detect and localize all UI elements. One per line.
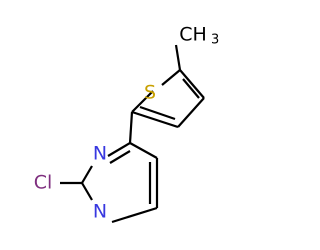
bond-c5t-c4t: [179, 69, 205, 99]
bond-c5t-c4t-double: [182, 78, 200, 99]
methyl-subscript: 3: [211, 33, 219, 48]
bond-c4-thiophene: [128, 111, 134, 144]
bond-c5t-methyl: [174, 44, 182, 71]
chlorine-atom-label: Cl: [34, 172, 53, 194]
bond-c4t-c3t: [177, 97, 205, 128]
bond-c6-n1: [111, 206, 158, 224]
nitrogen-n1-label: N: [93, 201, 107, 223]
bond-c2t-s: [131, 90, 154, 113]
bond-s-c5t: [161, 69, 181, 86]
nitrogen-n3-label: N: [93, 143, 107, 165]
bond-c4-c5: [129, 142, 158, 159]
molecule-structure-diagram: Cl N N S CH 3: [34, 24, 219, 224]
bond-c3t-c2t: [131, 110, 179, 129]
bond-n3-c4-double: [109, 150, 131, 164]
bond-c2-n1: [81, 182, 93, 201]
bond-n3-c4: [107, 142, 131, 157]
bond-c2-n3: [81, 165, 93, 184]
pyrimidine-ring: [81, 142, 159, 224]
thiophene-ring: [131, 69, 205, 129]
methyl-label: CH: [179, 24, 207, 46]
bond-c3t-c2t-double: [139, 105, 176, 121]
methyl-group-label: CH 3: [179, 24, 219, 48]
sulfur-atom-label: S: [144, 82, 156, 104]
